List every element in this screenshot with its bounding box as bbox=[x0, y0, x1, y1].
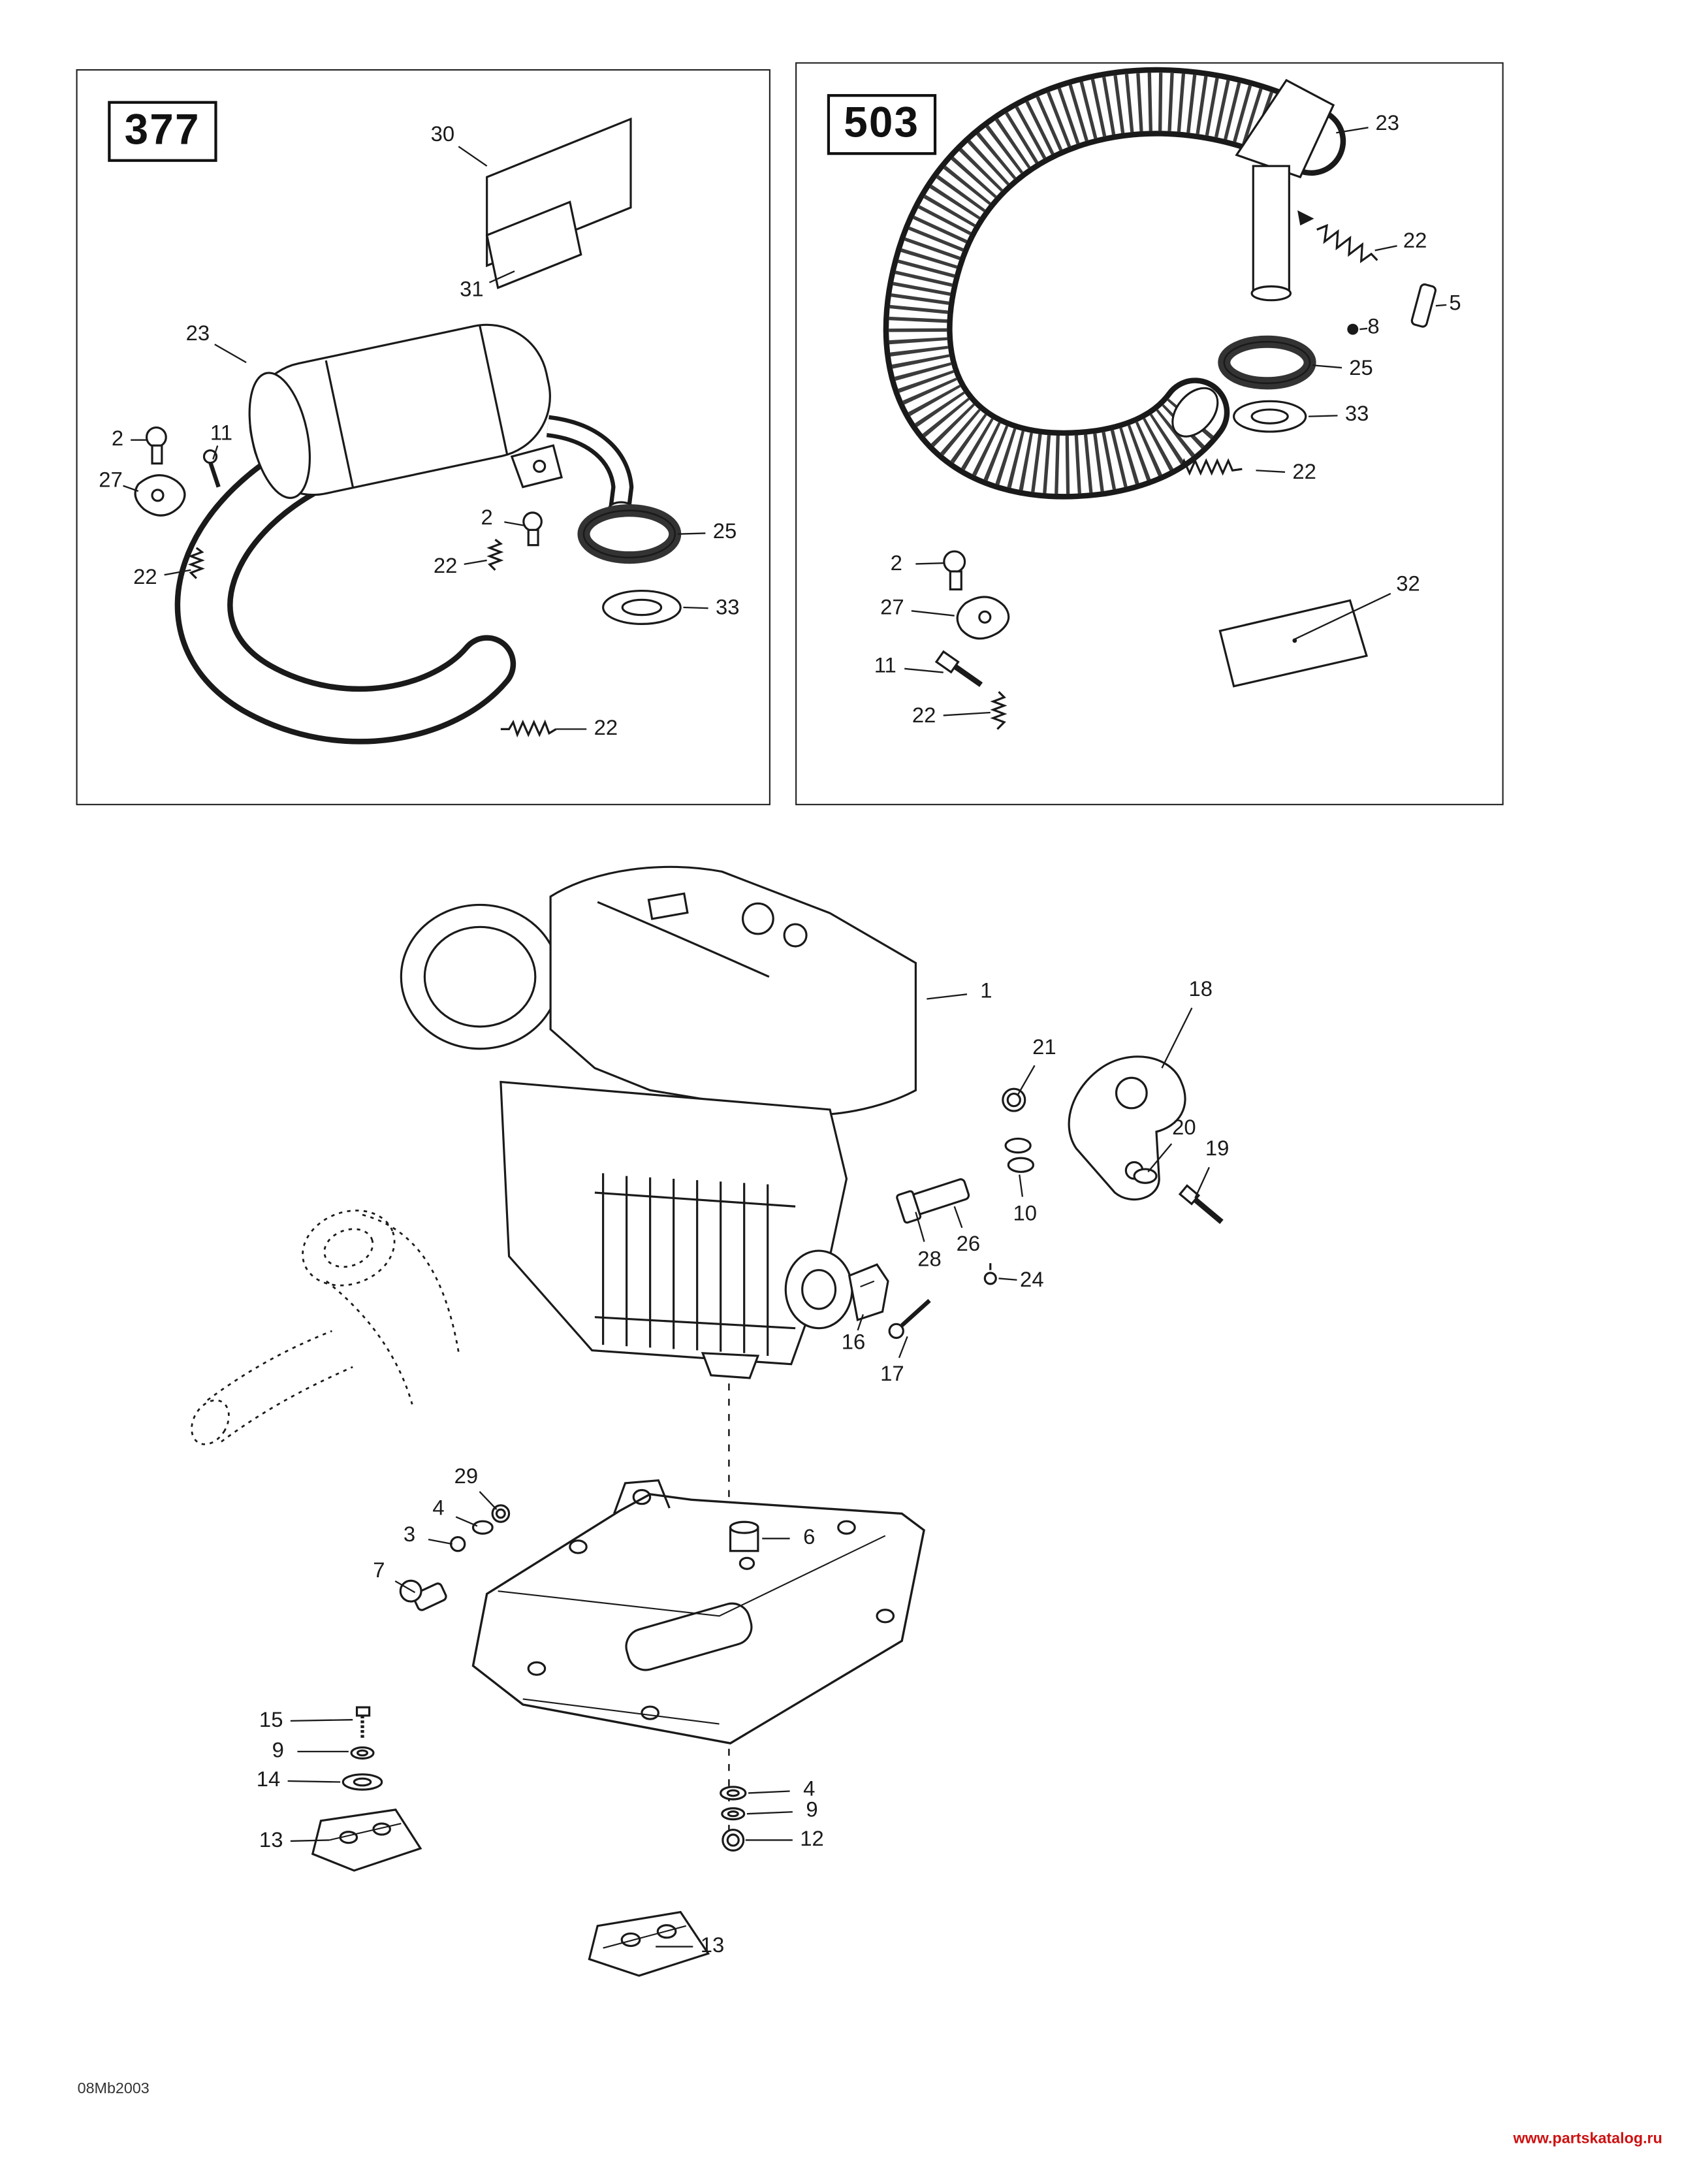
part-callout-33: 33 bbox=[1344, 402, 1369, 426]
part-callout-15: 15 bbox=[259, 1709, 283, 1733]
part-callout-27: 27 bbox=[99, 469, 123, 493]
leader-line-28 bbox=[915, 1212, 925, 1242]
part-callout-22: 22 bbox=[912, 704, 936, 728]
part-callout-27: 27 bbox=[880, 596, 904, 620]
part-callout-4: 4 bbox=[432, 1497, 445, 1521]
part-callout-5: 5 bbox=[1449, 291, 1461, 315]
leader-line-22 bbox=[1374, 245, 1397, 251]
part-callout-32: 32 bbox=[1396, 573, 1420, 597]
leader-line-20 bbox=[1147, 1143, 1173, 1173]
part-callout-17: 17 bbox=[880, 1362, 904, 1387]
panel-503-label: 503 bbox=[827, 94, 936, 155]
leader-line-25 bbox=[1312, 364, 1342, 369]
leader-line-19 bbox=[1194, 1166, 1210, 1199]
part-callout-28: 28 bbox=[917, 1247, 942, 1272]
part-callout-10: 10 bbox=[1013, 1202, 1038, 1226]
part-callout-3: 3 bbox=[403, 1523, 416, 1547]
part-callout-1: 1 bbox=[980, 979, 992, 1003]
leader-line-14 bbox=[287, 1780, 341, 1783]
part-callout-6: 6 bbox=[803, 1526, 816, 1550]
leader-line-16 bbox=[857, 1314, 864, 1331]
leader-line-1 bbox=[927, 993, 968, 1000]
leader-line-32 bbox=[1294, 592, 1391, 640]
leader-line-7 bbox=[394, 1580, 416, 1594]
part-callout-25: 25 bbox=[1349, 357, 1373, 381]
part-callout-2: 2 bbox=[890, 552, 902, 576]
leader-line-2 bbox=[504, 521, 526, 527]
leader-line-29 bbox=[479, 1491, 498, 1510]
muffler-377-art bbox=[134, 117, 682, 745]
leader-line-24 bbox=[998, 1277, 1017, 1281]
part-callout-19: 19 bbox=[1205, 1137, 1230, 1161]
leader-line-22 bbox=[464, 559, 487, 566]
part-callout-16: 16 bbox=[841, 1330, 866, 1355]
leader-line-10 bbox=[1019, 1174, 1024, 1197]
exhaust-503-art bbox=[883, 67, 1437, 730]
engine-assembly-art bbox=[191, 865, 1224, 1977]
leader-line-23 bbox=[214, 344, 247, 364]
leader-line-31 bbox=[489, 270, 515, 283]
part-callout-13: 13 bbox=[259, 1829, 283, 1853]
leader-line-17 bbox=[898, 1336, 908, 1358]
part-callout-9: 9 bbox=[806, 1798, 818, 1822]
leader-line-22 bbox=[1256, 470, 1286, 473]
part-callout-25: 25 bbox=[712, 520, 737, 544]
leader-line-2 bbox=[915, 562, 944, 565]
leader-line-25 bbox=[677, 532, 706, 535]
part-callout-14: 14 bbox=[256, 1768, 281, 1792]
part-callout-22: 22 bbox=[594, 716, 618, 741]
part-callout-33: 33 bbox=[716, 596, 740, 620]
panel-377-label: 377 bbox=[108, 101, 217, 162]
leader-line-33 bbox=[1308, 415, 1338, 417]
part-callout-30: 30 bbox=[430, 123, 455, 147]
leader-line-26 bbox=[953, 1206, 963, 1228]
part-callout-18: 18 bbox=[1188, 978, 1213, 1002]
part-callout-11: 11 bbox=[874, 654, 897, 679]
leader-line-15 bbox=[290, 1719, 353, 1722]
leader-line-22 bbox=[943, 711, 991, 716]
part-callout-2: 2 bbox=[481, 506, 493, 530]
leader-line-30 bbox=[458, 146, 488, 167]
part-callout-4: 4 bbox=[803, 1778, 816, 1802]
part-callout-23: 23 bbox=[1375, 112, 1400, 136]
part-callout-12: 12 bbox=[800, 1827, 824, 1852]
part-callout-23: 23 bbox=[185, 322, 210, 346]
leader-line-27 bbox=[123, 485, 139, 492]
part-callout-29: 29 bbox=[454, 1465, 479, 1489]
part-callout-31: 31 bbox=[460, 278, 484, 302]
part-callout-21: 21 bbox=[1032, 1036, 1056, 1060]
part-callout-22: 22 bbox=[433, 554, 458, 579]
part-callout-2: 2 bbox=[111, 427, 124, 451]
watermark-link: www.partskatalog.ru bbox=[1513, 2130, 1662, 2147]
part-callout-22: 22 bbox=[1292, 460, 1316, 485]
leader-line-5 bbox=[1435, 304, 1447, 307]
leader-line-33 bbox=[683, 606, 708, 609]
leader-line-21 bbox=[1017, 1065, 1036, 1095]
leader-lines bbox=[123, 127, 1447, 1948]
leader-line-27 bbox=[911, 610, 955, 617]
part-callout-11: 11 bbox=[210, 422, 232, 446]
part-callout-26: 26 bbox=[956, 1232, 981, 1257]
leader-line-9 bbox=[746, 1811, 793, 1815]
document-code: 08Mb2003 bbox=[77, 2081, 150, 2098]
part-callout-13: 13 bbox=[700, 1934, 725, 1958]
leader-line-23 bbox=[1336, 127, 1369, 134]
part-callout-22: 22 bbox=[133, 566, 157, 590]
part-callout-7: 7 bbox=[373, 1559, 385, 1583]
leader-line-11 bbox=[212, 445, 219, 460]
part-callout-8: 8 bbox=[1367, 315, 1380, 340]
leader-line-18 bbox=[1161, 1007, 1193, 1068]
part-callout-20: 20 bbox=[1172, 1116, 1196, 1140]
leader-line-3 bbox=[428, 1538, 452, 1545]
part-callout-24: 24 bbox=[1020, 1268, 1044, 1293]
part-callout-22: 22 bbox=[1403, 229, 1427, 253]
part-callout-9: 9 bbox=[272, 1739, 284, 1763]
leader-line-4 bbox=[455, 1516, 478, 1527]
leader-line-11 bbox=[904, 667, 944, 673]
leader-line-4 bbox=[748, 1790, 790, 1794]
leader-line-22 bbox=[164, 569, 191, 576]
